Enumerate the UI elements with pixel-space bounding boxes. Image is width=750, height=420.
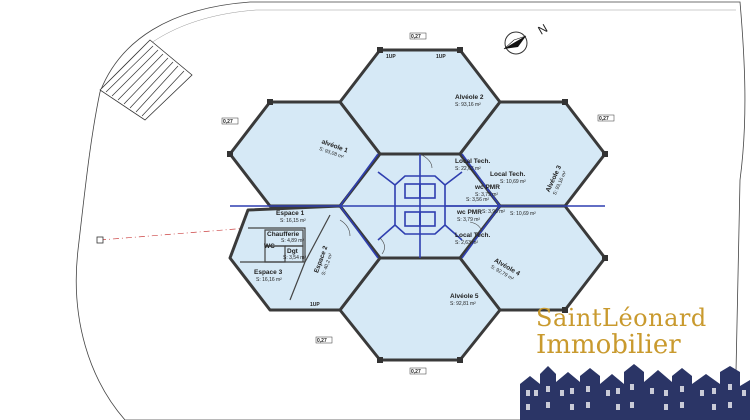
- svg-text:S: 10,69 m²: S: 10,69 m²: [510, 211, 536, 217]
- pillars: [227, 47, 608, 363]
- level-markers: 0,27 0,27 0,27 0,27 0,27: [221, 32, 615, 375]
- compass: N: [503, 21, 551, 55]
- boundary-marker: [96, 236, 104, 244]
- svg-text:Alvéole 5: Alvéole 5: [450, 293, 479, 300]
- svg-text:Espace 3: Espace 3: [254, 269, 283, 276]
- svg-text:WC: WC: [264, 243, 275, 250]
- svg-text:S: 3,79 m²: S: 3,79 m²: [475, 192, 498, 198]
- svg-text:S: 93,16 m²: S: 93,16 m²: [455, 102, 481, 108]
- room-labels: Alvéole 2 S: 93,16 m² alvéole 1 S: 93,08…: [254, 94, 568, 307]
- brand-line-2: Immobilier: [536, 330, 681, 360]
- svg-text:0,27: 0,27: [411, 34, 421, 40]
- svg-text:Local Tech.: Local Tech.: [455, 158, 490, 165]
- svg-text:1UP: 1UP: [436, 54, 446, 60]
- svg-text:Dgt: Dgt: [287, 248, 299, 255]
- svg-text:Espace 1: Espace 1: [276, 210, 305, 217]
- svg-text:S: 22,63 m²: S: 22,63 m²: [455, 166, 481, 172]
- svg-text:S: 3,56 m²: S: 3,56 m²: [466, 197, 489, 203]
- up-markers: 1UP 1UP 1UP: [310, 54, 446, 308]
- door-arcs: [339, 153, 483, 255]
- svg-text:S: 10,69 m²: S: 10,69 m²: [500, 179, 526, 185]
- svg-text:Local Tech.: Local Tech.: [455, 232, 490, 239]
- circulation-lines: [230, 153, 605, 259]
- svg-text:0,27: 0,27: [317, 338, 327, 344]
- parking-area: [99, 39, 193, 121]
- building-skyline-icon: [520, 364, 750, 420]
- svg-text:1UP: 1UP: [310, 302, 320, 308]
- svg-text:0,27: 0,27: [223, 119, 233, 125]
- svg-text:1UP: 1UP: [386, 54, 396, 60]
- svg-text:0,27: 0,27: [411, 369, 421, 375]
- compass-north-label: N: [536, 21, 551, 37]
- svg-text:S: 2,63 m²: S: 2,63 m²: [455, 240, 478, 246]
- svg-text:S: 92,81 m²: S: 92,81 m²: [450, 301, 476, 307]
- brand-logo: SaintLéonard Immobilier: [520, 300, 750, 420]
- brand-line-1: SaintLéonard: [536, 304, 707, 332]
- site-outline: [75, 1, 746, 420]
- svg-text:S: 16,16 m²: S: 16,16 m²: [256, 277, 282, 283]
- svg-text:Chaufferie: Chaufferie: [267, 231, 300, 238]
- svg-text:S: 3,96 m²: S: 3,96 m²: [482, 209, 505, 215]
- svg-text:S: 3,54 m²: S: 3,54 m²: [283, 255, 306, 261]
- svg-text:Alvéole 2: Alvéole 2: [455, 94, 484, 101]
- boundary-dashed-line: [99, 227, 249, 241]
- svg-text:0,27: 0,27: [599, 116, 609, 122]
- svg-text:S: 16,15 m²: S: 16,15 m²: [280, 218, 306, 224]
- svg-text:Local Tech.: Local Tech.: [490, 171, 525, 178]
- west-wing-partitions: [240, 214, 331, 301]
- svg-text:S: 3,79 m²: S: 3,79 m²: [457, 217, 480, 223]
- svg-text:S: 4,89 m²: S: 4,89 m²: [281, 238, 304, 244]
- svg-text:wc PMR: wc PMR: [456, 209, 482, 216]
- svg-text:wc PMR: wc PMR: [474, 184, 500, 191]
